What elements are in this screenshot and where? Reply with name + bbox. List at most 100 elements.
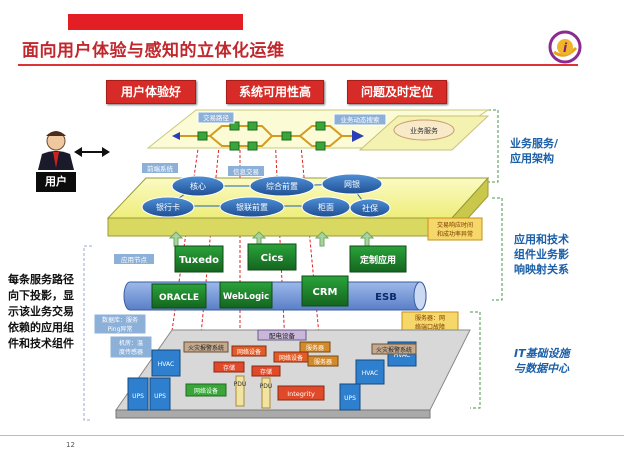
power-distribution[interactable]: 配电设备 xyxy=(257,329,307,341)
node-integrated-front[interactable]: 综合前置 xyxy=(249,175,315,197)
storage-1[interactable]: 存储 xyxy=(213,361,245,373)
tag-app-node xyxy=(114,254,154,264)
availability-label: 系统可用性高 xyxy=(238,85,311,99)
business-label-line: 业务服务/ xyxy=(510,137,559,150)
svg-text:HVAC: HVAC xyxy=(158,361,174,368)
business-service-node[interactable] xyxy=(393,119,455,141)
box-cics[interactable]: Cics xyxy=(247,243,297,271)
svg-text:配电设备: 配电设备 xyxy=(269,331,296,340)
alert-database-line: 数据库：服务 xyxy=(102,316,138,324)
pdu-column: PDU PDU xyxy=(234,375,273,409)
tag-business-search-text: 业务动态搜索 xyxy=(341,115,381,124)
svg-text:存储: 存储 xyxy=(260,368,272,376)
ups-left[interactable]: UPS xyxy=(127,377,149,411)
box-weblogic[interactable]: WebLogic xyxy=(219,281,273,309)
title-divider xyxy=(18,64,578,66)
svg-text:UPS: UPS xyxy=(344,395,356,402)
path-start-arrow xyxy=(172,132,180,140)
alert-response-line: 和成功率异常 xyxy=(437,230,473,238)
sensor-label-line: 机房：温 xyxy=(119,339,143,347)
storage-2[interactable]: 存储 xyxy=(251,365,281,377)
tag-info-trade xyxy=(228,166,264,176)
availability-button[interactable]: 系统可用性高 xyxy=(226,80,324,104)
page-number: 12 xyxy=(66,441,75,449)
business-label-line: 应用架构 xyxy=(510,152,554,165)
svg-text:i: i xyxy=(563,41,568,55)
box-custom-app[interactable]: 定制应用 xyxy=(349,245,407,273)
business-label: 业务服务/ 应用架构 xyxy=(510,136,590,166)
node-bankcard[interactable]: 银行卡 xyxy=(141,196,195,218)
fire-alarm-right[interactable]: 火灾报警系统 xyxy=(371,343,417,355)
bracket-business xyxy=(488,109,499,183)
logo-icon: i xyxy=(548,30,582,64)
user-experience-button[interactable]: 用户体验好 xyxy=(106,80,196,104)
bracket-components xyxy=(492,197,503,301)
left-bracket xyxy=(83,245,92,421)
node-counter[interactable]: 柜面 xyxy=(301,196,351,218)
tag-app-node-text: 应用节点 xyxy=(121,255,148,264)
alert-response xyxy=(427,217,483,241)
page-title: 面向用户体验与感知的立体化运维 xyxy=(22,41,285,61)
components-label-line: 响映射关系 xyxy=(514,263,569,276)
network-device-1[interactable]: 网络设备 xyxy=(231,345,267,357)
components-label: 应用和技术 组件业务影 响映射关系 xyxy=(514,232,594,277)
tag-front-system xyxy=(142,163,178,173)
it-label-line: IT基础设施 xyxy=(514,347,570,360)
left-text-line: 向下投影，显 xyxy=(8,289,74,302)
ups-right[interactable]: UPS xyxy=(339,383,361,411)
ups-left-2[interactable]: UPS xyxy=(149,377,171,411)
tag-transaction-path-text: 交易路径 xyxy=(203,113,230,122)
box-oracle[interactable]: ORACLE xyxy=(151,283,207,309)
box-crm[interactable]: CRM xyxy=(301,275,349,307)
layer-app-slab-front xyxy=(107,217,453,237)
network-device-3[interactable]: 网络设备 xyxy=(185,383,227,397)
node-unionpay-front[interactable]: 银联前置 xyxy=(219,196,285,218)
node-ebank[interactable]: 网银 xyxy=(321,173,383,195)
hvac-left[interactable]: HVAC xyxy=(151,349,181,377)
left-text-line: 件和技术组件 xyxy=(8,337,74,350)
svg-text:Tuxedo: Tuxedo xyxy=(179,255,219,266)
network-device-2[interactable]: 网络设备 xyxy=(273,351,309,363)
sensor-label-box xyxy=(109,335,153,359)
problem-locate-button[interactable]: 问题及时定位 xyxy=(347,80,447,104)
svg-text:Integrity: Integrity xyxy=(287,390,315,398)
fire-alarm-left[interactable]: 火灾报警系统 xyxy=(183,341,229,353)
business-service-text: 业务服务 xyxy=(410,126,438,135)
server-1[interactable]: 服务器 xyxy=(299,341,331,353)
server-2[interactable]: 服务器 xyxy=(307,355,339,367)
svg-text:网络设备: 网络设备 xyxy=(194,387,218,395)
svg-text:Cics: Cics xyxy=(261,253,284,264)
tag-business-search xyxy=(333,113,387,126)
alert-response-line: 交易响应时间 xyxy=(437,221,473,229)
alert-server-line: 服务器：网 xyxy=(415,314,445,322)
esb-cylinder-cap xyxy=(413,281,427,311)
tag-transaction-path xyxy=(197,111,235,124)
svg-text:柜面: 柜面 xyxy=(318,202,334,212)
components-label-line: 组件业务影 xyxy=(514,248,569,261)
svg-text:火灾报警系统: 火灾报警系统 xyxy=(188,344,224,352)
svg-text:PDU: PDU xyxy=(260,383,273,390)
node-core[interactable]: 核心 xyxy=(171,175,225,197)
svg-text:UPS: UPS xyxy=(132,393,144,400)
bracket-it xyxy=(470,311,481,409)
bidirectional-arrow xyxy=(74,147,110,157)
footer-divider xyxy=(0,435,624,436)
path-end-arrow xyxy=(352,130,364,142)
esb-label: ESB xyxy=(375,292,397,303)
integrity-server[interactable]: Integrity xyxy=(277,385,325,401)
svg-text:定制应用: 定制应用 xyxy=(359,254,396,266)
svg-text:服务器: 服务器 xyxy=(314,358,332,366)
svg-text:综合前置: 综合前置 xyxy=(266,181,298,191)
node-social-security[interactable]: 社保 xyxy=(349,198,391,218)
box-tuxedo[interactable]: Tuxedo xyxy=(174,245,224,273)
alert-database-line: Ping异常 xyxy=(108,325,133,333)
svg-text:社保: 社保 xyxy=(362,203,378,213)
tag-info-trade-text: 信息交易 xyxy=(233,167,259,176)
left-text-line: 示该业务交易 xyxy=(8,305,74,318)
hvac-right[interactable]: HVAC xyxy=(355,359,385,385)
vertical-arrows xyxy=(168,231,375,247)
svg-text:WebLogic: WebLogic xyxy=(223,292,269,302)
user-experience-label: 用户体验好 xyxy=(120,85,181,99)
left-text-line: 依赖的应用组 xyxy=(8,321,74,334)
